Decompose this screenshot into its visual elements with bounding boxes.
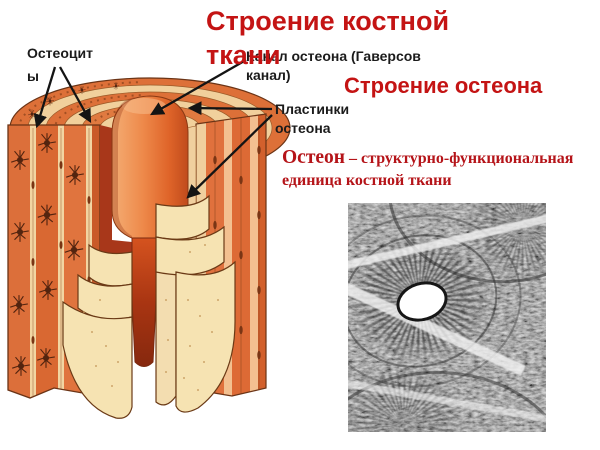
left-cut-face — [8, 125, 100, 398]
haversian-canal — [111, 95, 189, 239]
label-lamellae-line2: остеона — [275, 120, 331, 136]
definition-line1-rest: – структурно-функциональная — [345, 150, 574, 167]
canal-stem — [131, 237, 157, 367]
label-lamellae-line1: Пластинки — [275, 101, 350, 117]
definition-term: Остеон — [282, 147, 346, 168]
definition-line2: единица костной ткани — [282, 172, 452, 189]
slide-title-line2: ткани — [206, 40, 281, 70]
arrow-lamellae-steps — [186, 114, 273, 199]
label-lamellae: Пластинки остеона — [275, 100, 349, 138]
osteon-micrograph — [348, 203, 546, 432]
canal-inner-shadow — [100, 125, 132, 369]
slide-title-line1: Строение костной — [206, 6, 450, 36]
lamellae-steps — [62, 194, 236, 419]
top-lamellae-rings — [9, 77, 291, 179]
definition-line1: Остеон – структурно-функциональная — [282, 147, 573, 170]
label-canal-line1: Канал остеона (Гаверсов — [246, 48, 421, 64]
osteocyte-cells — [9, 132, 97, 395]
section-heading: Строение остеона — [344, 73, 543, 98]
slide-title: Строение костной ткани — [206, 4, 551, 72]
label-osteocytes: Остеоциты — [27, 45, 93, 84]
right-lamellae-stripes — [196, 114, 266, 396]
micrograph-neighbor-arc-bottom — [348, 371, 546, 432]
arrow-lamellae-top — [187, 101, 273, 116]
osteon-definition: Остеон – структурно-функциональная едини… — [282, 147, 573, 192]
